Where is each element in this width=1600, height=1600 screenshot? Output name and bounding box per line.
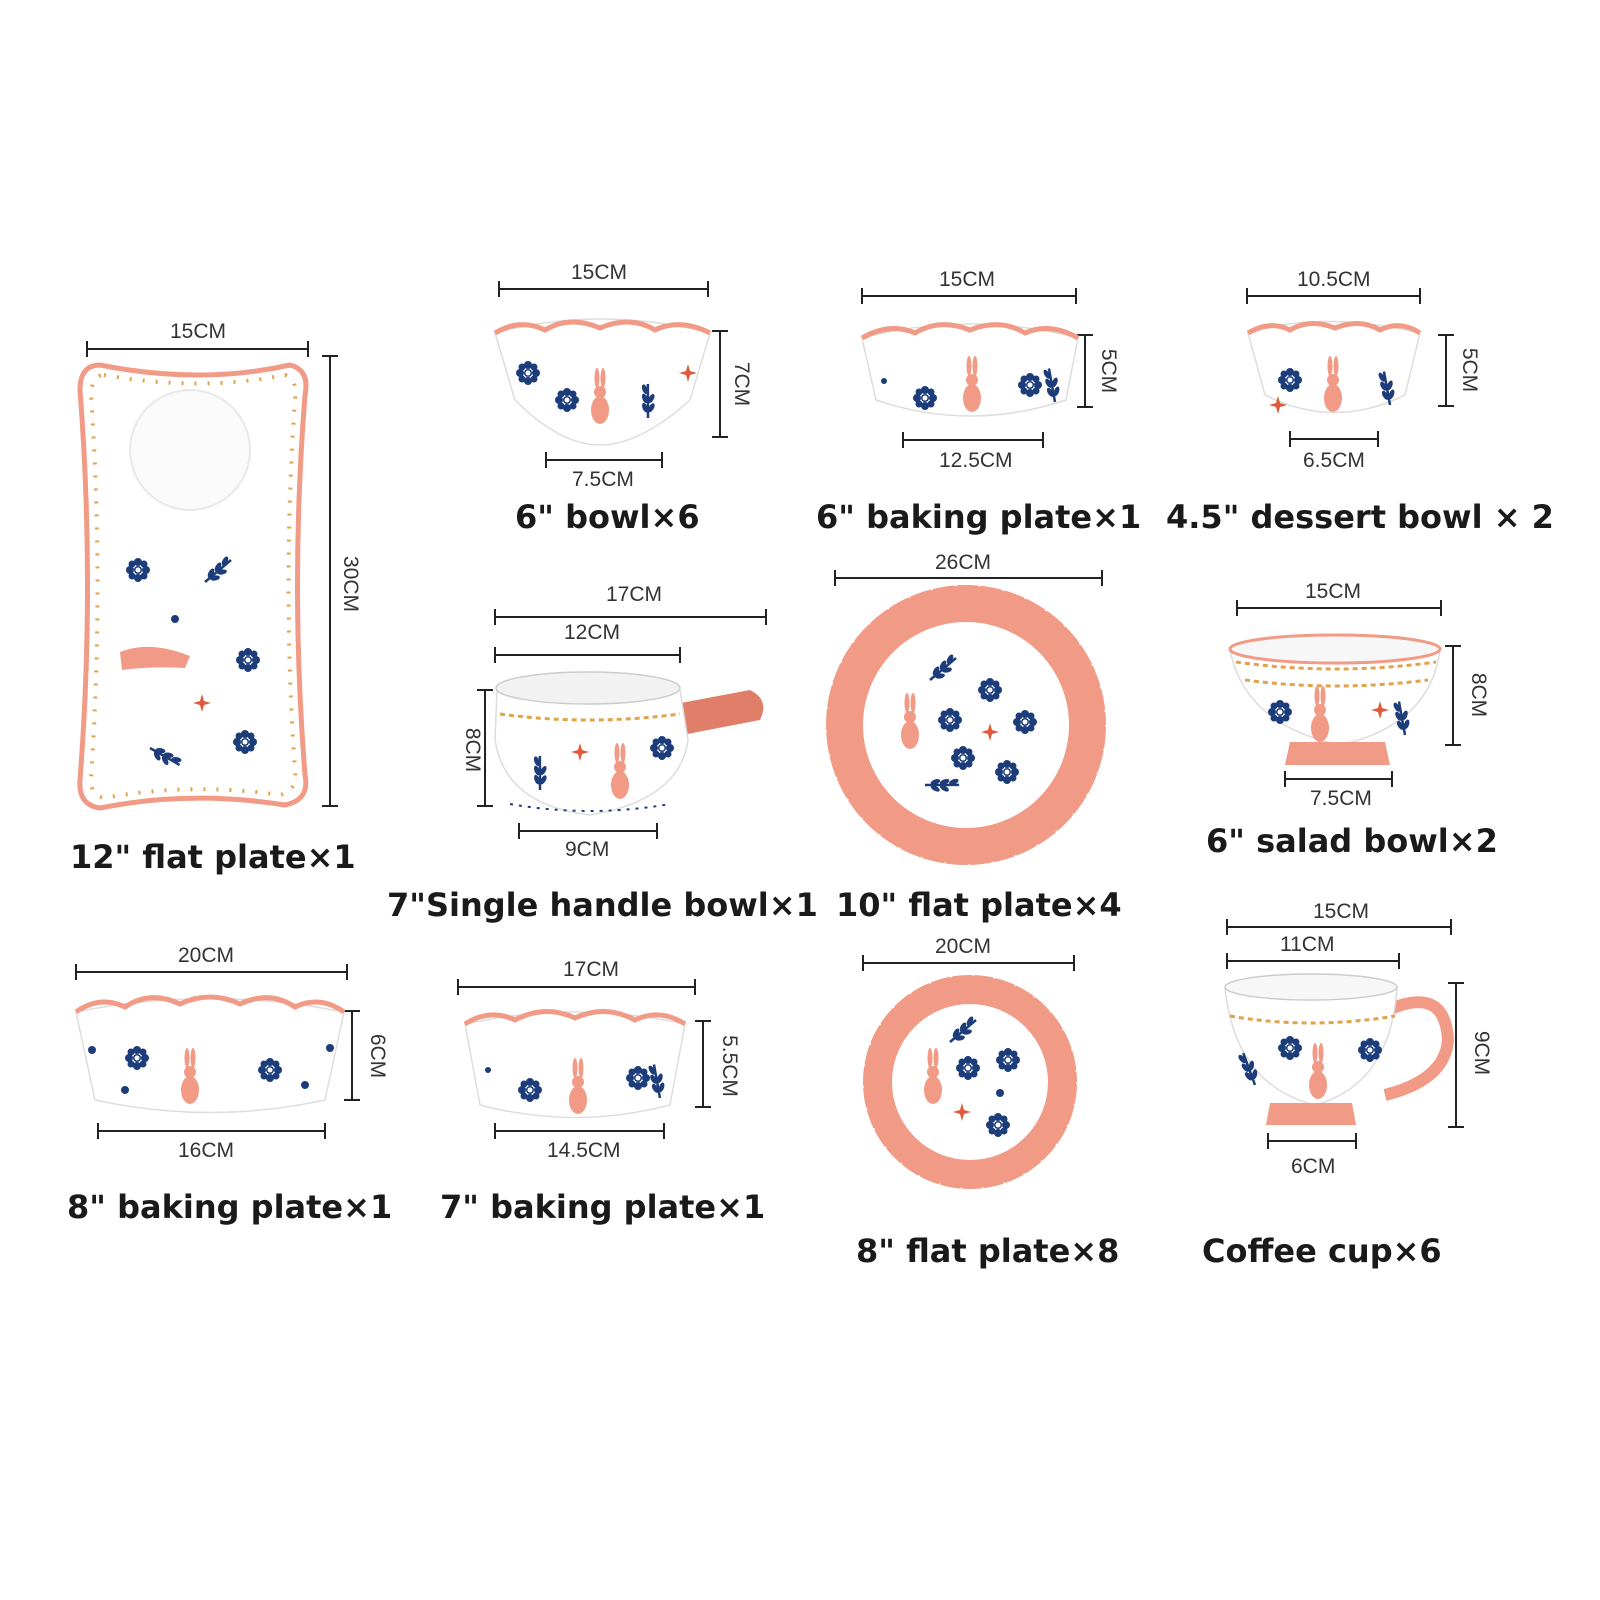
dim-height: 6CM xyxy=(366,1033,390,1079)
dim-width: 17CM xyxy=(563,958,620,981)
dim-width: 20CM xyxy=(178,944,235,967)
dim-inner: 11CM xyxy=(1280,933,1335,956)
dim-base: 7.5CM xyxy=(572,468,634,491)
dim-width: 17CM xyxy=(606,583,663,606)
item-label-baking-plate-6: 6" baking plate×1 xyxy=(816,498,1142,536)
item-label-bowl-6: 6" bowl×6 xyxy=(515,498,700,536)
dim-height: 5CM xyxy=(1458,347,1482,393)
single-handle-bowl-drawing xyxy=(477,609,767,839)
bowl-6-drawing xyxy=(493,281,728,468)
salad-bowl-drawing xyxy=(1228,600,1461,787)
coffee-cup-drawing xyxy=(1224,919,1464,1149)
dim-height: 7CM xyxy=(730,361,754,407)
dim-height: 9CM xyxy=(1470,1030,1494,1076)
item-label-flat-plate-8: 8" flat plate×8 xyxy=(856,1232,1120,1270)
dim-width: 26CM xyxy=(935,551,992,574)
dim-width: 20CM xyxy=(935,935,992,958)
dim-base: 6CM xyxy=(1291,1155,1336,1178)
item-label-flat-plate-10: 10" flat plate×4 xyxy=(836,886,1122,924)
dim-width: 15CM xyxy=(170,320,227,343)
flat-plate-10-drawing xyxy=(825,570,1107,866)
dessert-bowl-drawing xyxy=(1246,288,1454,447)
flat-plate-12-drawing xyxy=(77,341,338,811)
dim-base: 16CM xyxy=(178,1139,235,1162)
item-label-flat-plate-12: 12" flat plate×1 xyxy=(70,838,356,876)
item-label-coffee-cup: Coffee cup×6 xyxy=(1202,1232,1442,1270)
dim-width: 10.5CM xyxy=(1297,268,1371,291)
dim-width: 15CM xyxy=(1313,900,1370,923)
dim-base: 14.5CM xyxy=(547,1139,621,1162)
dim-base: 9CM xyxy=(565,838,610,861)
dim-inner: 12CM xyxy=(564,621,621,644)
item-label-baking-plate-8: 8" baking plate×1 xyxy=(67,1188,393,1226)
dim-width: 15CM xyxy=(1305,580,1362,603)
item-label-baking-plate-7: 7" baking plate×1 xyxy=(440,1188,766,1226)
dim-height: 5CM xyxy=(1097,348,1121,394)
dim-height: 30CM xyxy=(339,555,363,613)
dim-width: 15CM xyxy=(939,268,996,291)
flat-plate-8-drawing xyxy=(862,955,1078,1190)
dim-base: 12.5CM xyxy=(939,449,1013,472)
dim-height: 8CM xyxy=(461,727,485,773)
dim-width: 15CM xyxy=(571,261,628,284)
baking-plate-8-drawing xyxy=(74,964,360,1139)
dim-base: 7.5CM xyxy=(1310,787,1372,810)
dim-height: 5.5CM xyxy=(717,1035,741,1097)
dim-base: 6.5CM xyxy=(1303,449,1365,472)
item-label-salad-bowl: 6" salad bowl×2 xyxy=(1206,822,1498,860)
dim-height: 8CM xyxy=(1467,672,1491,718)
baking-plate-6-drawing xyxy=(860,288,1093,448)
item-label-dessert-bowl: 4.5" dessert bowl × 2 xyxy=(1166,498,1554,536)
item-label-single-handle-bowl: 7"Single handle bowl×1 xyxy=(387,886,818,924)
baking-plate-7-drawing xyxy=(457,979,711,1139)
